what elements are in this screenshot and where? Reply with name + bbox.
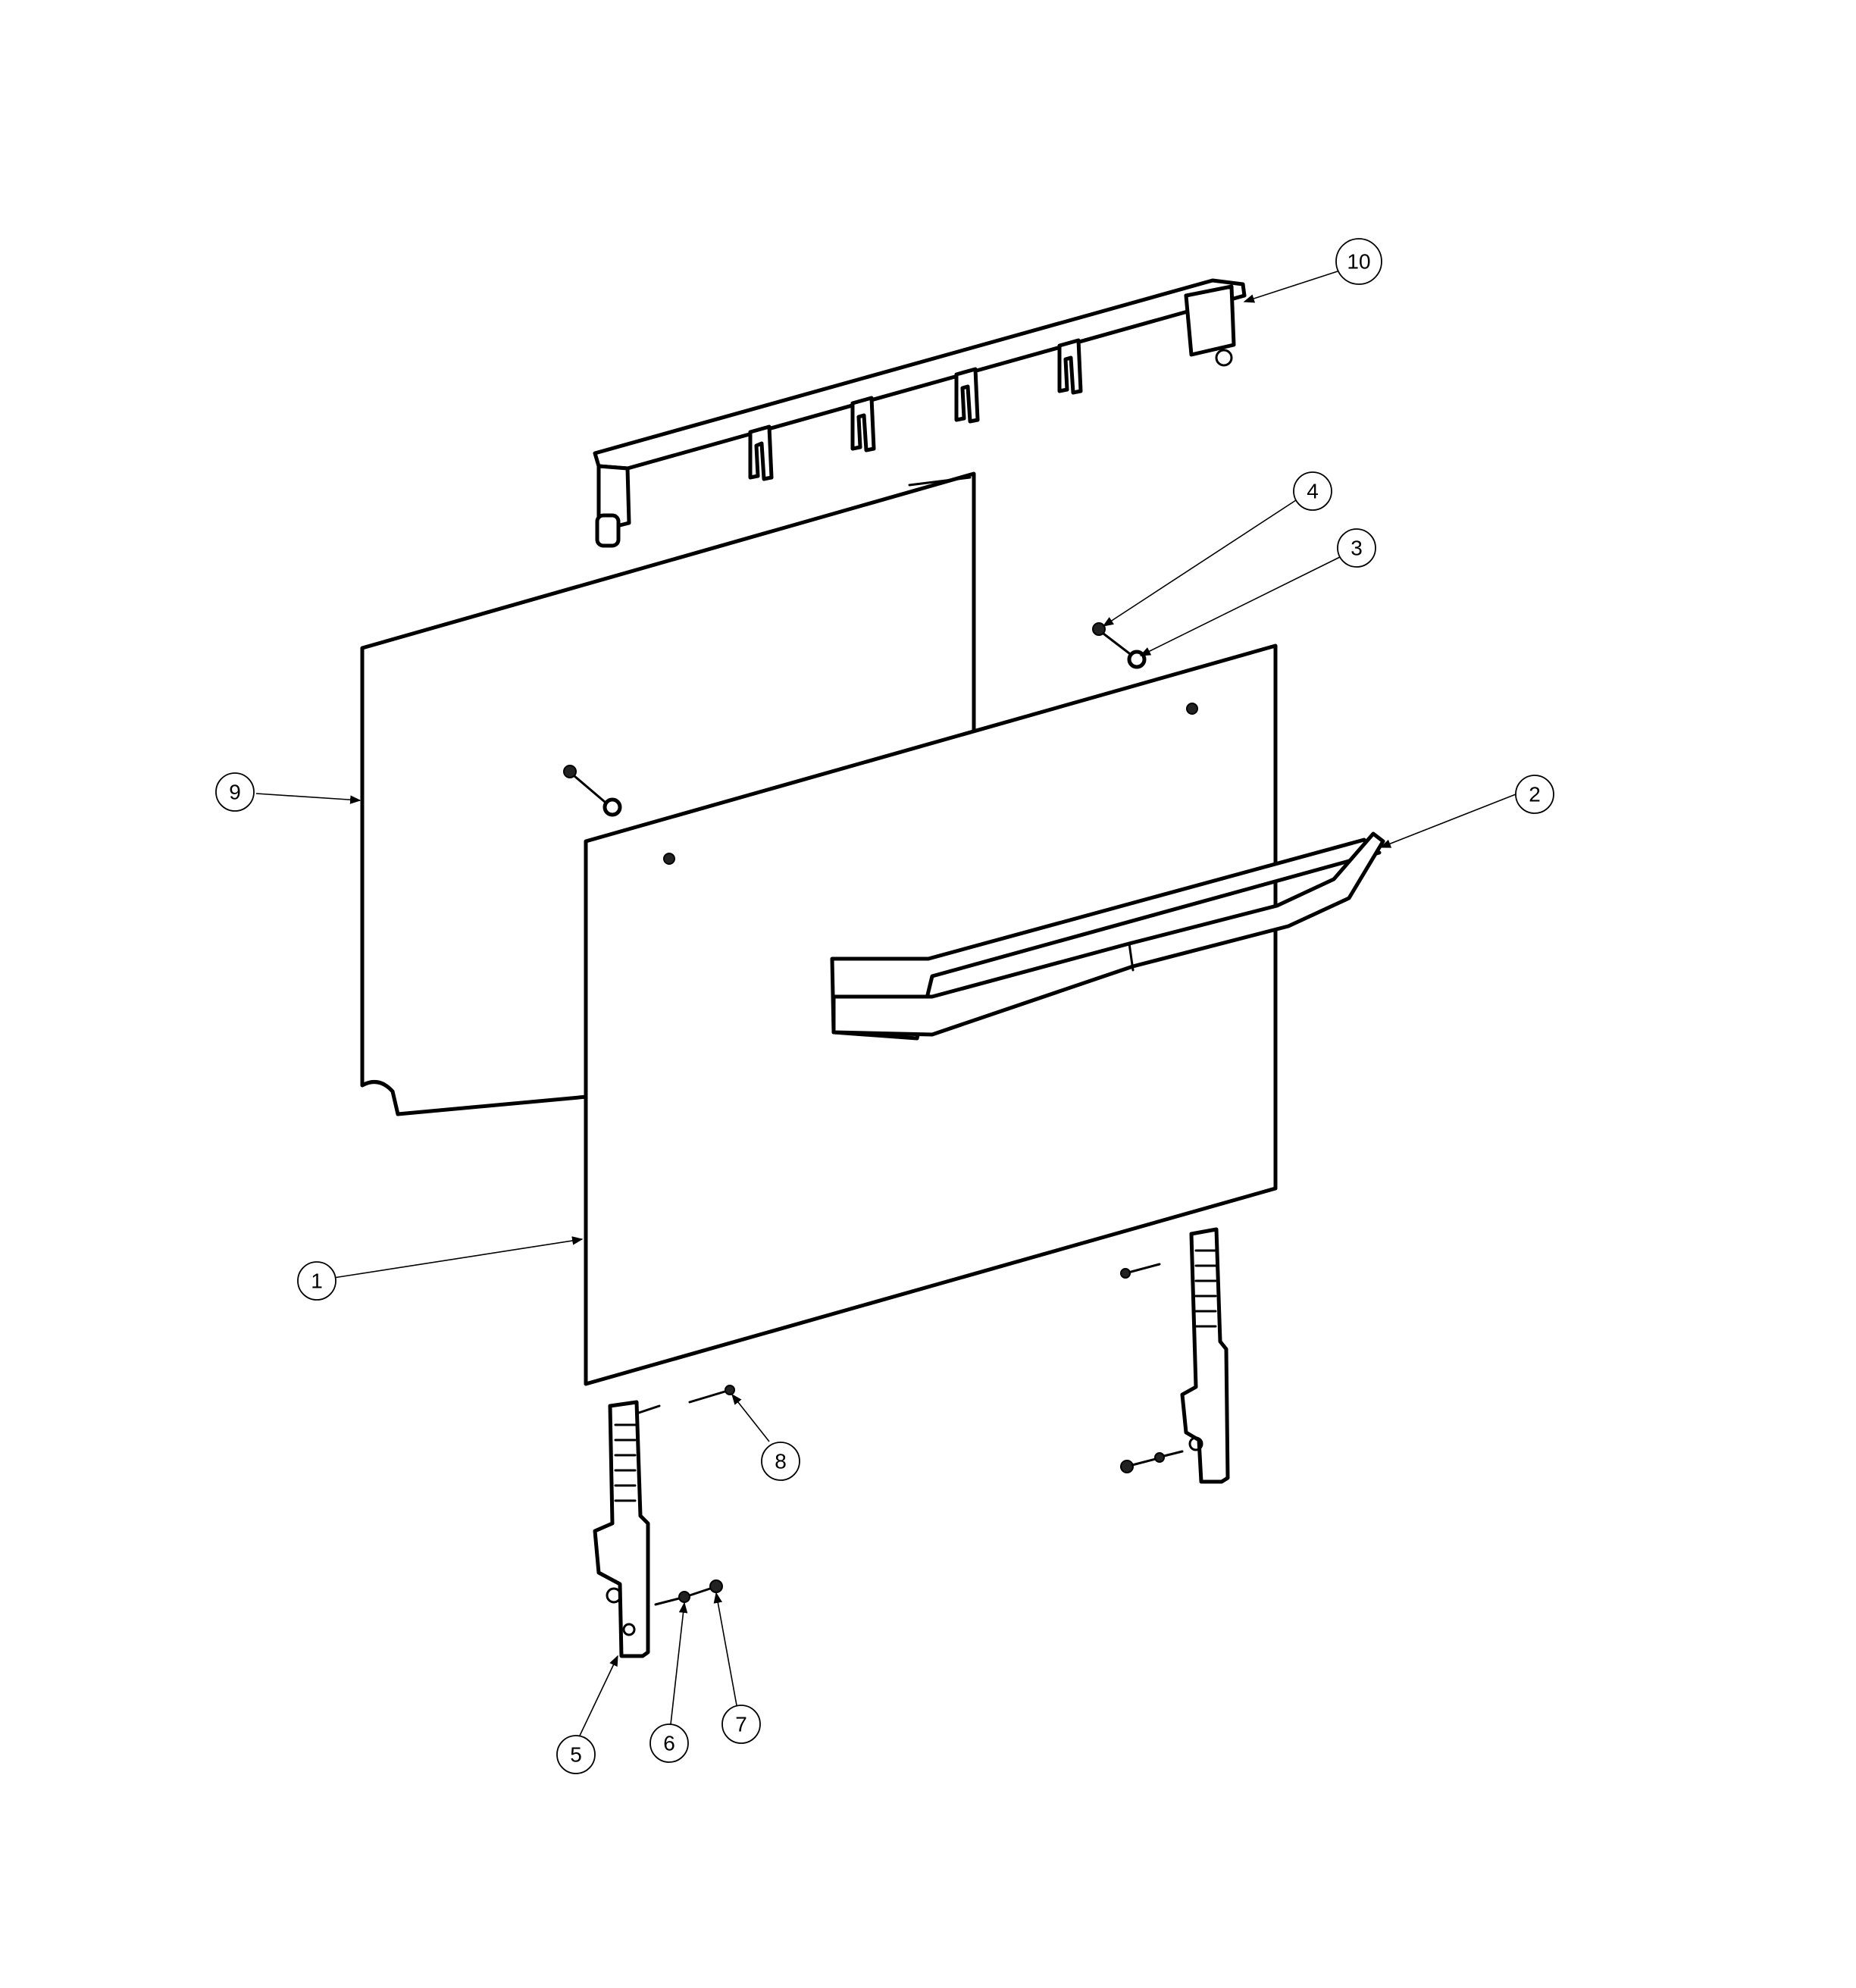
- callout-6: 6: [649, 1723, 689, 1763]
- leader-7: [713, 1592, 737, 1706]
- leader-lines: [255, 271, 1516, 1736]
- callout-3: 3: [1337, 528, 1376, 568]
- callout-1-label: 1: [311, 1270, 323, 1293]
- leader-1: [333, 1236, 584, 1279]
- callout-5: 5: [556, 1735, 596, 1774]
- leader-4: [1102, 499, 1297, 627]
- callout-6-label: 6: [663, 1732, 675, 1755]
- callout-10: 10: [1335, 238, 1382, 285]
- leader-5: [579, 1655, 618, 1736]
- leader-6: [670, 1601, 688, 1725]
- callout-8: 8: [761, 1442, 800, 1481]
- callout-9-label: 9: [229, 781, 241, 804]
- callout-8-label: 8: [775, 1450, 787, 1473]
- hinge-screw-washer-left: [654, 1579, 723, 1606]
- trim-clips: [748, 338, 1083, 481]
- hinge-right: [1180, 1227, 1230, 1484]
- leader-8: [731, 1393, 770, 1442]
- callout-7: 7: [721, 1705, 761, 1744]
- callout-7-label: 7: [735, 1713, 747, 1736]
- callouts: 1 2 3 4 5 6 7 8: [215, 238, 1554, 1774]
- top-trim-part: [593, 278, 1247, 548]
- callout-3-label: 3: [1351, 537, 1363, 560]
- screw-washer-left: [563, 765, 622, 817]
- leader-10: [1243, 271, 1338, 303]
- callout-4: 4: [1293, 471, 1332, 511]
- callout-2: 2: [1515, 775, 1554, 814]
- hinge-left: [593, 1400, 650, 1658]
- callout-2-label: 2: [1529, 783, 1541, 806]
- leader-9: [255, 793, 361, 804]
- screw-washer-upper: [1092, 622, 1147, 669]
- small-screws: [635, 1263, 1161, 1415]
- callout-10-label: 10: [1347, 250, 1370, 274]
- callout-1: 1: [297, 1261, 336, 1301]
- leader-2: [1379, 794, 1516, 848]
- callout-4-label: 4: [1307, 480, 1319, 503]
- callout-5-label: 5: [570, 1743, 582, 1767]
- leader-3: [1139, 556, 1341, 656]
- hinge-screw-washer-right: [1120, 1450, 1184, 1473]
- callout-9: 9: [215, 772, 255, 812]
